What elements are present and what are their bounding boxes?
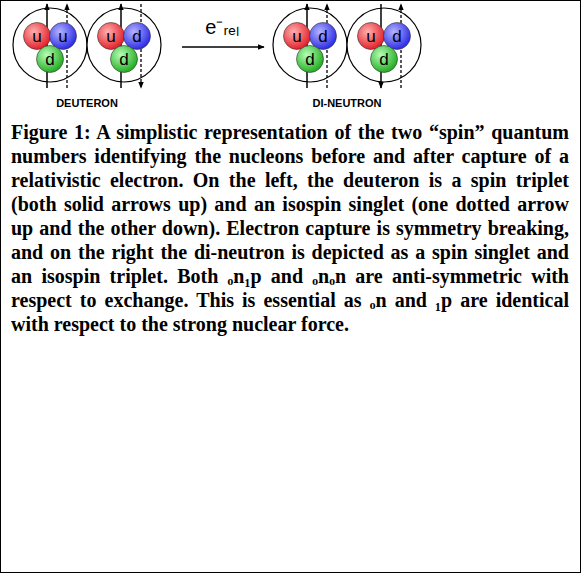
quark-fill — [37, 46, 64, 73]
quark-fill — [284, 23, 311, 50]
quark-fill — [98, 23, 125, 50]
figure-caption: Figure 1: A simplistic representation of… — [11, 120, 569, 336]
quark-fill — [371, 46, 398, 73]
nucleon-circle — [347, 8, 421, 82]
quark-label: u — [292, 28, 301, 45]
nucleon-circle — [87, 8, 161, 82]
quark-label: d — [318, 28, 327, 45]
quark-label: d — [392, 28, 401, 45]
quark-fill — [297, 46, 324, 73]
quark-fill — [310, 23, 337, 50]
quark-circle: d — [110, 45, 138, 73]
quark-label: d — [305, 51, 314, 68]
quark-fill — [24, 23, 51, 50]
reaction-arrow — [182, 46, 264, 48]
quark-fill — [384, 23, 411, 50]
state-label: DEUTERON — [56, 97, 118, 110]
quark-label: u — [32, 28, 41, 45]
quark-label: u — [58, 28, 67, 45]
quark-label: d — [45, 51, 54, 68]
nucleon-circle — [13, 8, 87, 82]
quark-circle: d — [370, 45, 398, 73]
quark-label: d — [379, 51, 388, 68]
quark-label: u — [366, 28, 375, 45]
quark-circle: d — [296, 45, 324, 73]
quark-circle: d — [36, 45, 64, 73]
nucleon-circle — [273, 8, 347, 82]
quark-fill — [50, 23, 77, 50]
quark-label: d — [119, 51, 128, 68]
particle-label: e⁻ᵣₑₗ — [205, 16, 238, 39]
quark-fill — [124, 23, 151, 50]
quark-label: u — [106, 28, 115, 45]
quark-fill — [358, 23, 385, 50]
quark-fill — [111, 46, 138, 73]
quark-label: d — [132, 28, 141, 45]
state-label: DI-NEUTRON — [312, 97, 381, 110]
